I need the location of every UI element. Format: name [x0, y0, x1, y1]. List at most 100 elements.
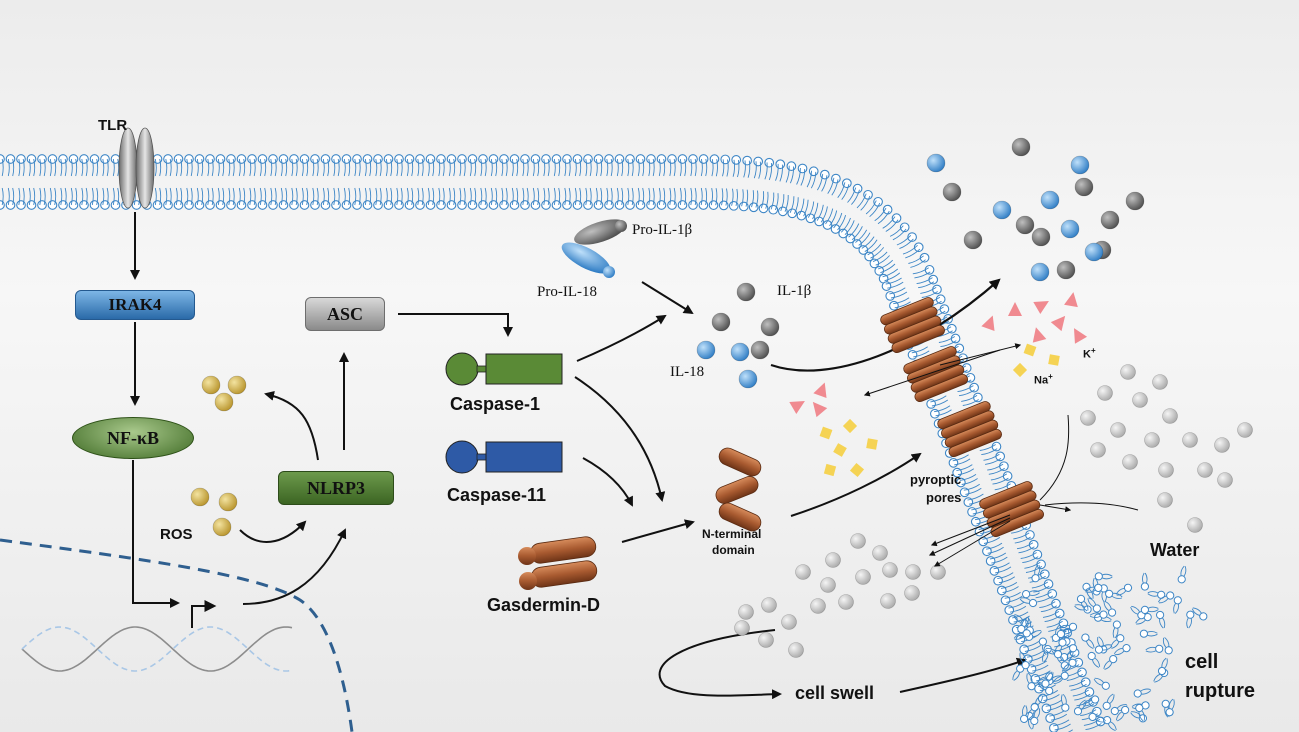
arrow-casp1-nterm — [574, 376, 666, 502]
water-molecule-icon — [810, 598, 826, 614]
ros-particle — [201, 375, 221, 395]
water-molecule-icon — [761, 597, 777, 613]
arrow-asc-caspase1 — [398, 313, 513, 337]
n-terminal-label-1: N-terminal — [702, 527, 762, 541]
nf-kb-ellipse: NF-κB — [72, 417, 194, 459]
water-molecule-icon — [825, 552, 841, 568]
arrow-ros-nlrp3 — [239, 520, 307, 543]
il18-particle — [1070, 155, 1090, 175]
water-molecule-icon — [850, 533, 866, 549]
pro-il1b-label: Pro-IL-1β — [632, 222, 693, 238]
potassium-ion — [812, 401, 828, 418]
il18-particle — [730, 342, 750, 362]
promoter-arrow-icon — [191, 600, 217, 628]
gasdermin-label: Gasdermin-D — [487, 595, 601, 615]
potassium-ion — [1033, 301, 1049, 315]
il18-particle — [926, 153, 946, 173]
sodium-ion — [1048, 354, 1060, 366]
water-molecule-icon — [880, 593, 896, 609]
caspase11-label: Caspase-11 — [447, 485, 547, 505]
ros-particle — [190, 487, 210, 507]
ros-label: ROS — [160, 526, 193, 543]
il1b-particle — [1015, 215, 1035, 235]
caspase1-label: Caspase-1 — [450, 394, 541, 414]
arrow-casp11-nterm — [582, 457, 633, 507]
ros-particle — [218, 492, 238, 512]
pro-il1b-molecule — [574, 219, 626, 245]
sodium-ion — [849, 462, 865, 478]
il18-particle — [738, 369, 758, 389]
nlrp3-box: NLRP3 — [278, 471, 394, 505]
potassium-ion — [1050, 315, 1066, 332]
tlr-label: TLR — [98, 117, 128, 134]
nf-kb-label: NF-κB — [107, 427, 159, 448]
water-label: Water — [1150, 540, 1200, 560]
water-molecule-icon — [734, 620, 750, 636]
arrow-nlrp3-ros-particles — [264, 390, 319, 461]
water-molecule-icon — [1144, 432, 1160, 448]
n-terminal-part — [718, 447, 762, 477]
potassium-ion — [1064, 292, 1078, 308]
cell-rupture-label-2: rupture — [1185, 680, 1255, 702]
water-molecule-icon — [820, 577, 836, 593]
arrow-gsd-nterm — [621, 519, 695, 543]
il1b-particle — [736, 282, 756, 302]
water-molecule-icon — [1090, 442, 1106, 458]
il18-particle — [696, 340, 716, 360]
water-molecule-icon — [838, 594, 854, 610]
water-molecule-icon — [930, 564, 946, 580]
pyroptic-pores-label-2: pores — [926, 490, 962, 505]
sodium-ion — [1012, 362, 1028, 378]
water-molecule-icon — [1237, 422, 1253, 438]
sodium-ions — [819, 343, 1060, 478]
pore-icon — [880, 297, 945, 353]
caspase1-icon — [445, 352, 563, 386]
pro-il18-molecule-head — [603, 266, 615, 278]
tlr-receptor-icon — [118, 127, 155, 209]
potassium-ion — [789, 401, 805, 415]
cell-rupture-label-1: cell — [1185, 651, 1219, 673]
arrow-pro-il — [641, 281, 694, 315]
ros-particle — [227, 375, 247, 395]
ion-flux-arrows — [863, 343, 1139, 567]
il18-label: IL-18 — [670, 364, 705, 380]
water-molecule-icon — [1097, 385, 1113, 401]
il1b-particle — [1011, 137, 1031, 157]
il18-particle — [1030, 262, 1050, 282]
water-molecule-icon — [781, 614, 797, 630]
pore-icon — [937, 401, 1002, 457]
water-molecule-icon — [1080, 410, 1096, 426]
water-molecule-icon — [1152, 374, 1168, 390]
arrow-nfkb-dna — [132, 460, 180, 608]
signalling-arrows — [130, 212, 1027, 700]
pro-il18-molecule — [561, 242, 611, 274]
irak4-label: IRAK4 — [108, 295, 162, 314]
water-molecule-icon — [1162, 408, 1178, 424]
ros-particle — [214, 392, 234, 412]
water-molecule-icon — [1187, 517, 1203, 533]
arrow-il-release — [770, 278, 1001, 372]
potassium-ion — [981, 315, 995, 332]
asc-label: ASC — [326, 303, 363, 324]
il1b-particle — [963, 230, 983, 250]
water-molecule-icon — [904, 585, 920, 601]
water-molecule-icon — [882, 562, 898, 578]
potassium-ion — [813, 382, 827, 399]
sodium-ion — [819, 426, 833, 440]
sodium-ion — [1023, 343, 1037, 357]
il1b-particle — [1125, 191, 1145, 211]
caspase11-icon — [445, 440, 563, 474]
gasdermin-d-head — [519, 572, 537, 590]
water-molecule-icon — [905, 564, 921, 580]
water-molecule-icon — [855, 569, 871, 585]
n-terminal-part — [718, 502, 762, 532]
water-molecule-icon — [1120, 364, 1136, 380]
il1b-particle — [1056, 260, 1076, 280]
sodium-label: Na+ — [1034, 372, 1053, 387]
dna-helix-icon — [21, 626, 293, 672]
potassium-ion — [1032, 327, 1047, 343]
potassium-ions — [789, 292, 1088, 418]
sodium-ion — [842, 418, 858, 434]
